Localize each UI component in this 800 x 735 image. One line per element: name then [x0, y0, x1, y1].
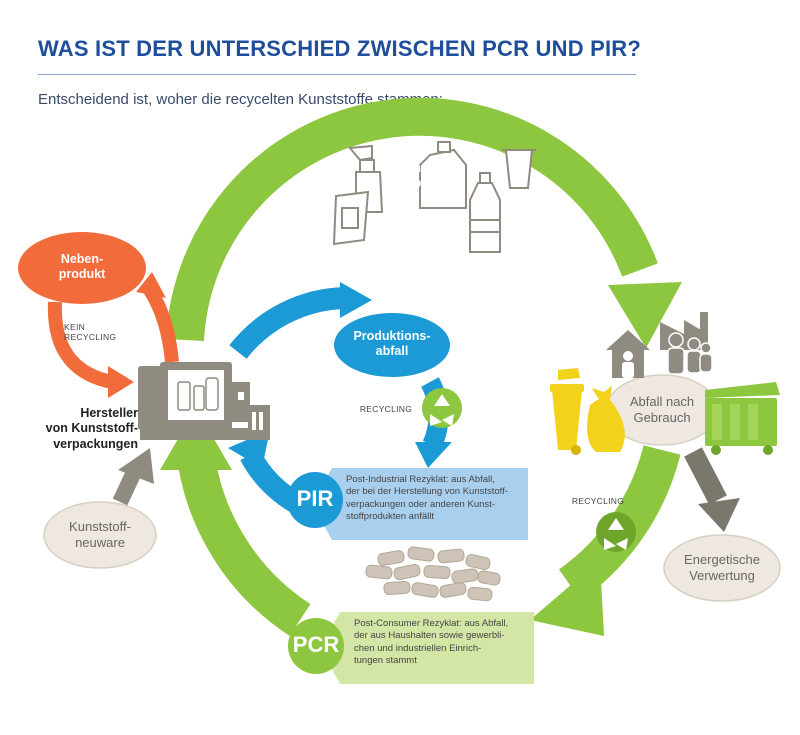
page-title: WAS IST DER UNTERSCHIED ZWISCHEN PCR UND…	[38, 36, 642, 61]
energy-recovery-label: Energetische Verwertung	[684, 552, 760, 583]
factory-icon	[660, 312, 708, 350]
virgin-material-node	[43, 501, 157, 569]
grey-arrowhead-energy	[698, 498, 740, 532]
byproduct-node	[18, 232, 146, 304]
manufacturer-label: Hersteller von Kunststoff- verpackungen	[45, 406, 138, 451]
post-use-waste-label: Abfall nach Gebrauch	[629, 394, 695, 425]
recycling-icon-pcr	[596, 512, 636, 552]
green-arc-top	[166, 97, 658, 341]
packaging-icons	[332, 141, 536, 253]
recycling-pir-label: RECYCLING	[359, 404, 413, 414]
granulate-icon	[365, 546, 501, 602]
blue-arc-top	[229, 287, 346, 359]
green-arc-left	[176, 447, 311, 636]
page-subtitle: Entscheidend ist, woher die recycelten K…	[38, 91, 443, 108]
title-divider	[38, 74, 636, 75]
blue-arrowhead-down	[415, 442, 452, 468]
recycling-icon-pir	[422, 388, 462, 428]
trash-can-icon	[550, 368, 584, 455]
orange-arrowhead-right	[108, 366, 134, 398]
pcr-badge: PCR	[292, 632, 340, 657]
house-icon	[606, 330, 650, 378]
recycling-pcr-label: RECYCLING	[571, 496, 625, 506]
orange-arc-up	[144, 286, 179, 363]
orange-arrowhead-up	[136, 272, 166, 298]
cup-icon	[502, 149, 536, 189]
virgin-material-label: Kunststoff- neuware	[69, 519, 131, 550]
green-arrowhead-right	[608, 282, 682, 348]
pir-badge-circle	[287, 472, 343, 528]
pouch-icon	[332, 190, 370, 246]
pcr-badge-circle	[288, 618, 344, 674]
pir-info-box	[312, 468, 528, 540]
garbage-bag-icon	[587, 386, 625, 452]
machine-bottles-icon	[177, 377, 219, 411]
canister-icon	[419, 141, 467, 209]
no-recycling-label: KEIN RECYCLING	[64, 322, 117, 343]
packaging-label: Kunststoff- verpackung	[394, 161, 466, 191]
orange-arc-down	[47, 301, 114, 389]
pir-badge: PIR	[296, 486, 334, 511]
production-waste-label: Produktions- abfall	[353, 329, 431, 359]
energy-recovery-node	[663, 534, 781, 602]
dumpster-icon	[705, 382, 780, 455]
production-waste-node	[334, 313, 450, 377]
byproduct-label: Neben- produkt	[58, 252, 106, 282]
pir-description: Post-Industrial Rezyklat: aus Abfall, de…	[346, 474, 508, 523]
pcr-info-box	[320, 612, 534, 684]
blue-arrowhead-top	[340, 282, 372, 318]
grey-arrowhead-virgin	[118, 448, 154, 484]
bottle-icon	[469, 172, 501, 253]
machine-icon	[138, 362, 270, 440]
family-icon	[667, 332, 713, 375]
green-arrowhead-bottom	[530, 560, 604, 636]
grey-arrow-energy-shaft	[684, 447, 727, 505]
pcr-description: Post-Consumer Rezyklat: aus Abfall, der …	[354, 618, 509, 667]
